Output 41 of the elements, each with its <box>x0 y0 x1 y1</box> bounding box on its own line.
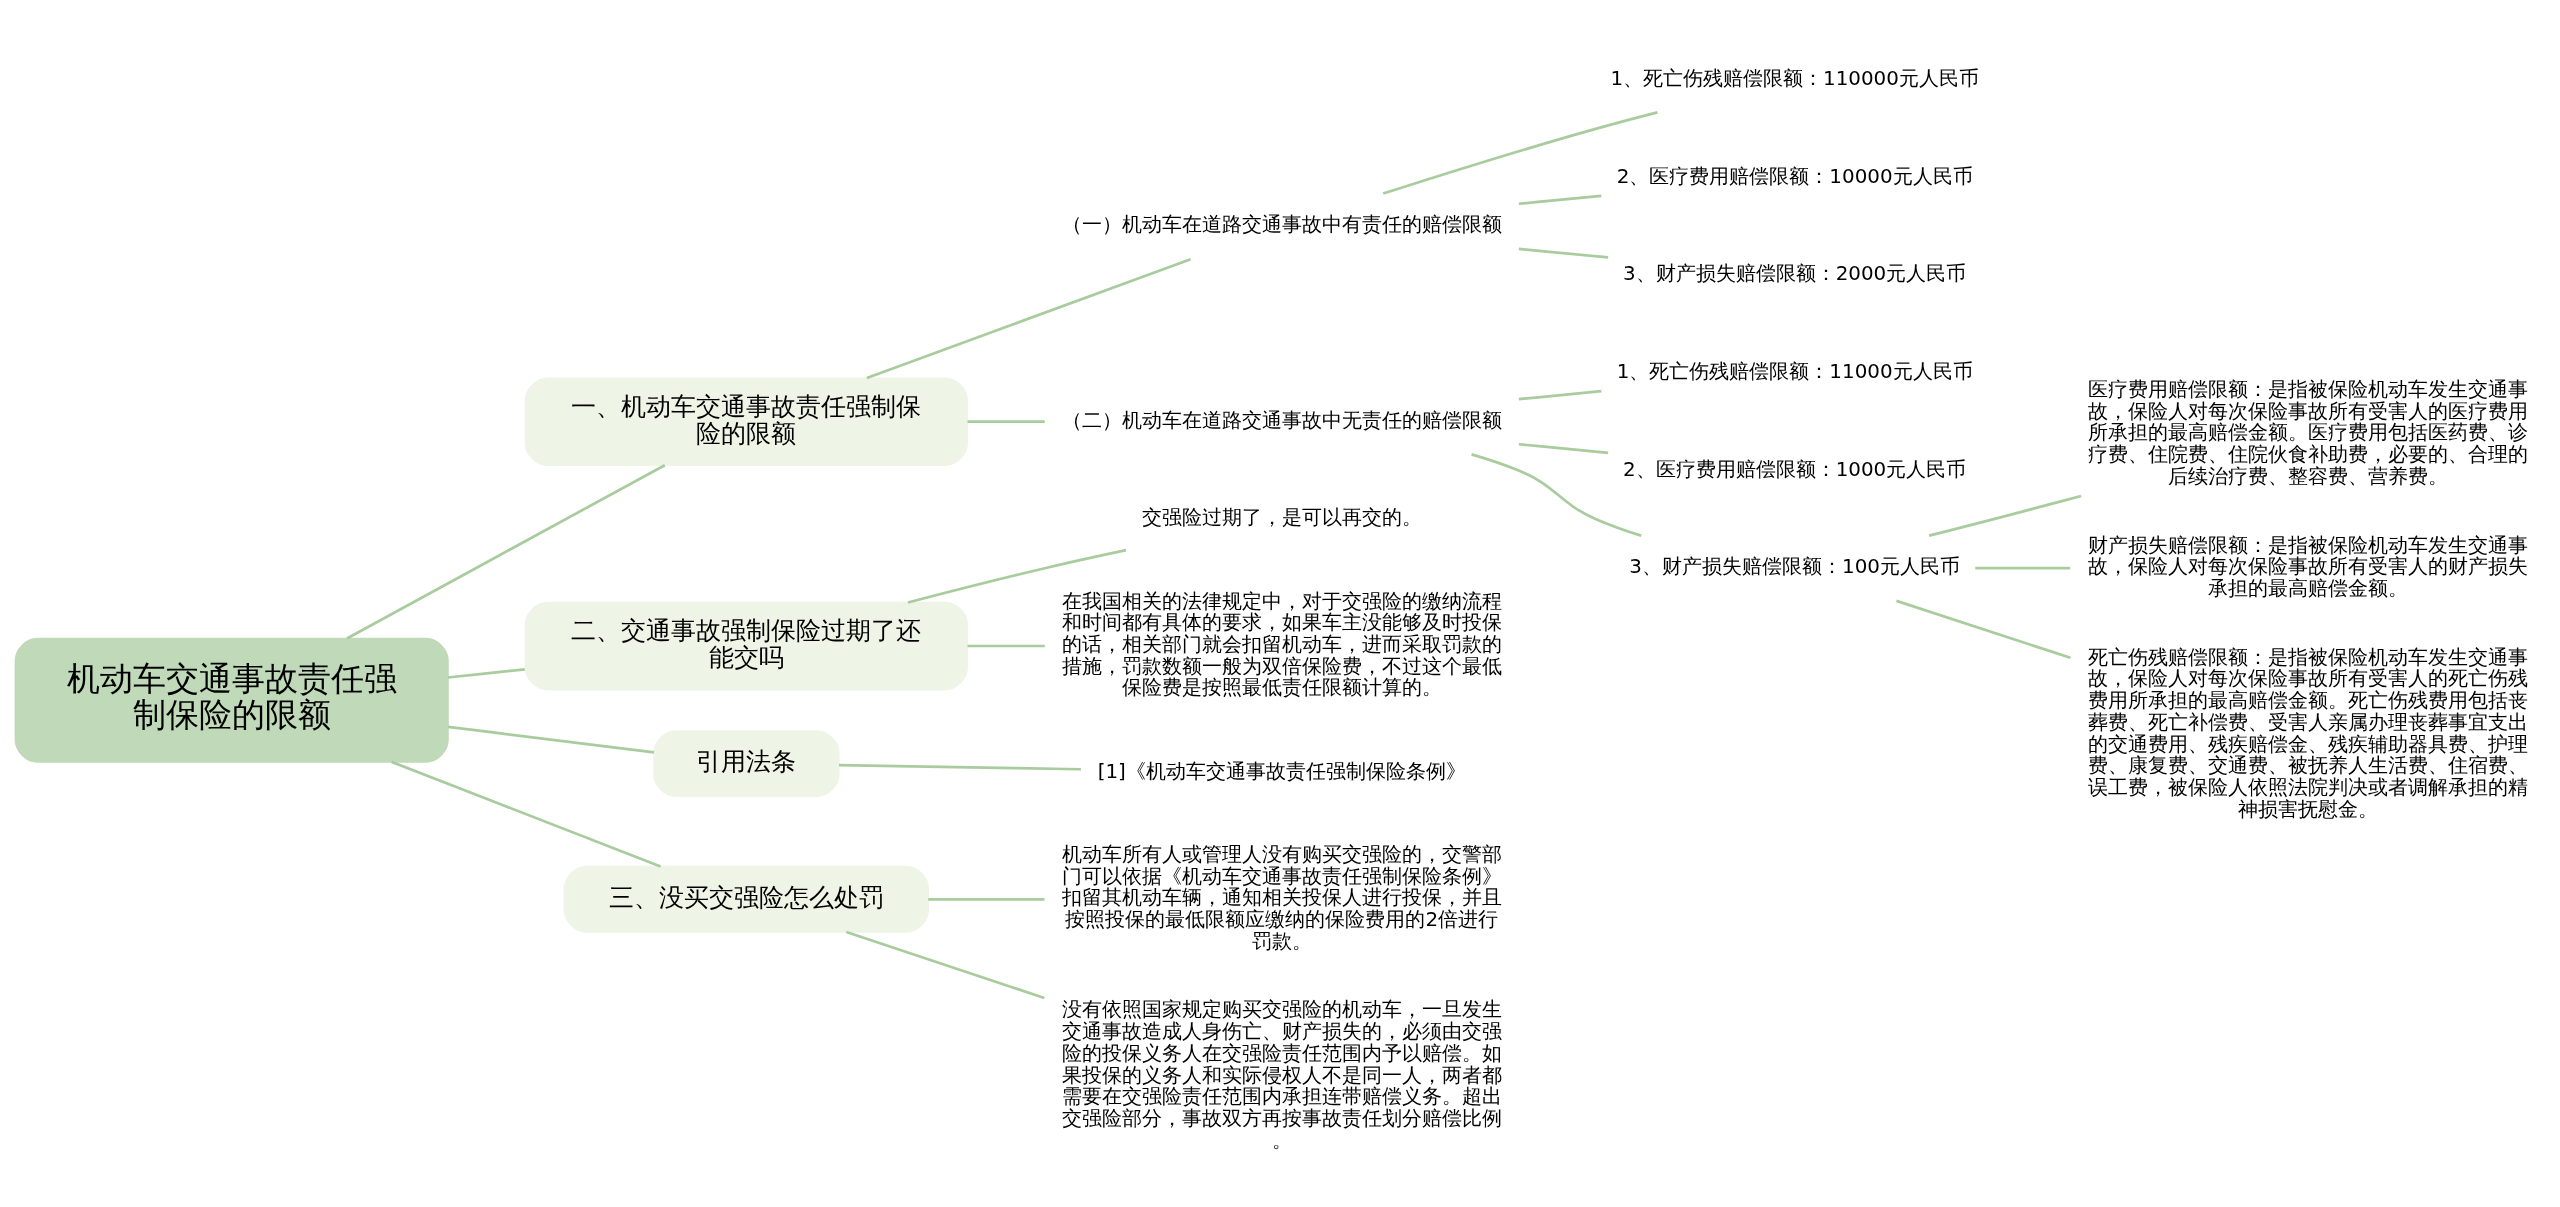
node-text: 交强险过期了，是可以再交的。 <box>1141 506 1422 530</box>
node-text: 3、财产损失赔偿限额：100元人民币 <box>1629 555 1960 579</box>
connector <box>967 420 1045 424</box>
node-text: 在我国相关的法律规定中，对于交强险的缴纳流程和时间都有具体的要求，如果车主没能够及时投保的话，相关部门就会扣留机动车，进而采取罚款的措施，罚款数额一般为双倍保险费，不过这个最低保险费是按照最低责任限额计算的。 <box>1061 589 1502 700</box>
connector <box>838 763 1081 771</box>
connector <box>1896 599 2071 660</box>
node-text: （二）机动车在道路交通事故中无责任的赔偿限额 <box>1061 408 1502 432</box>
node-box: 二、交通事故强制保险过期了还能交吗 <box>524 601 968 691</box>
node-box: 三、没买交强险怎么处罚 <box>563 865 930 933</box>
connector <box>391 760 662 868</box>
connector <box>1518 389 1602 401</box>
node-box: 引用法条 <box>653 730 840 798</box>
connector <box>1518 194 1602 206</box>
node-box: 一、机动车交通事故责任强制保险的限额 <box>524 377 968 466</box>
connector <box>1518 247 1609 259</box>
connector <box>845 930 1045 1000</box>
connector <box>1382 111 1658 195</box>
node-text: 2、医疗费用赔偿限额：10000元人民币 <box>1616 164 1973 188</box>
connector <box>447 668 525 679</box>
connector <box>1518 442 1609 455</box>
node-text: 3、财产损失赔偿限额：2000元人民币 <box>1623 262 1967 286</box>
node-text: [1]《机动车交通事故责任强制保险条例》 <box>1097 759 1466 783</box>
node-text: （一）机动车在道路交通事故中有责任的赔偿限额 <box>1061 213 1502 237</box>
connector <box>907 548 1127 604</box>
node-text: 1、死亡伤残赔偿限额：11000元人民币 <box>1616 359 1973 383</box>
connector <box>1975 566 2071 570</box>
node-text: 财产损失赔偿限额：是指被保险机动车发生交通事故，保险人对每次保险事故所有受害人的财产损失承担的最高赔偿金额。 <box>2087 533 2528 600</box>
connector <box>866 257 1192 380</box>
connector <box>346 464 666 640</box>
connector <box>1471 453 1642 537</box>
node-text: 没有依照国家规定购买交强险的机动车，一旦发生交通事故造成人身伤亡、财产损失的，必须由交强险的投保义务人在交强险责任范围内予以赔偿。如果投保的义务人和实际侵权人不是同一人，两者都需要在交强险责任范围内承担连带赔偿义务。超出交强险部分，事故双方再按事故责任划分赔偿比例。 <box>1061 998 1502 1152</box>
node-text: 1、死亡伤残赔偿限额：110000元人民币 <box>1610 66 1979 90</box>
node-text: 机动车所有人或管理人没有购买交强险的，交警部门可以依据《机动车交通事故责任强制保险条例》扣留其机动车辆，通知相关投保人进行投保，并且按照投保的最低限额应缴纳的保险费用的2倍进行罚款。 <box>1061 842 1502 953</box>
connector <box>967 644 1045 648</box>
node-text: 死亡伤残赔偿限额：是指被保险机动车发生交通事故，保险人对每次保险事故所有受害人的死亡伤残费用所承担的最高赔偿金额。死亡伤残费用包括丧葬费、死亡补偿费、受害人亲属办理丧葬事宜支出的交通费用、残疾赔偿金、残疾辅助器具费、护理费、康复费、交通费、被抚养人生活费、住宿费、误工费，被保险人依照法院判决或者调解承担的精神损害抚慰金。 <box>2087 645 2528 821</box>
connector <box>1928 494 2082 537</box>
node-box: 机动车交通事故责任强制保险的限额 <box>14 637 449 763</box>
connector <box>447 725 655 754</box>
connector <box>928 897 1045 901</box>
node-text: 医疗费用赔偿限额：是指被保险机动车发生交通事故，保险人对每次保险事故所有受害人的医疗费用所承担的最高赔偿金额。医疗费用包括医药费、诊疗费、住院费、住院伙食补助费，必要的、合理的后续治疗费、整容费、营养费。 <box>2087 378 2528 488</box>
node-text: 2、医疗费用赔偿限额：1000元人民币 <box>1623 457 1967 481</box>
